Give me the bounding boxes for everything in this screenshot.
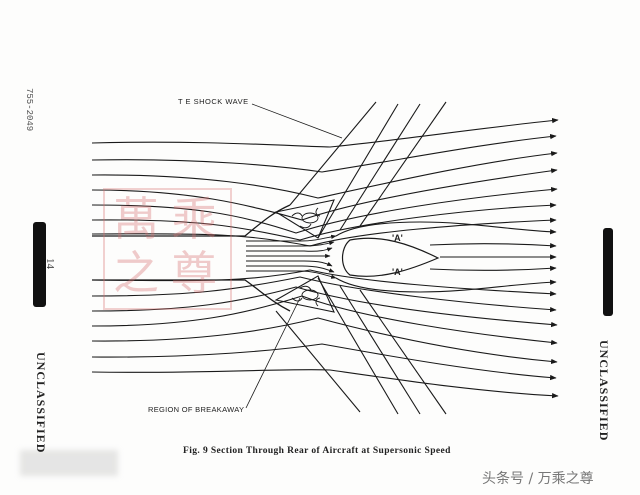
- page-number: 14: [44, 258, 56, 269]
- shock-line: [317, 277, 399, 415]
- exhaust-lines: [246, 234, 337, 279]
- shock-line: [359, 289, 447, 415]
- shock-line: [339, 285, 421, 415]
- region-a-lower-label: 'A': [392, 267, 403, 277]
- streamline: [91, 186, 558, 234]
- binding-mark-left: [33, 222, 46, 307]
- streamline: [246, 260, 333, 267]
- lower-streamlines: [91, 269, 559, 399]
- shock-waves: [275, 101, 447, 415]
- streamline: [429, 242, 557, 249]
- dead-air-region: [341, 237, 440, 277]
- streamline: [246, 247, 333, 252]
- upper-streamlines: [91, 117, 559, 247]
- shock-leader-line: [251, 103, 343, 139]
- streamline: [335, 221, 557, 237]
- streamline: [246, 234, 337, 242]
- streamline: [246, 241, 335, 247]
- seal-char: 萬: [113, 192, 159, 246]
- shock-line: [359, 101, 447, 227]
- region-a-upper-label: 'A': [392, 233, 403, 243]
- streamline: [91, 286, 558, 328]
- breakaway-region-upper: [274, 199, 335, 239]
- seal-char: 尊: [171, 246, 217, 300]
- breakaway-region-lower: [274, 275, 335, 313]
- shock-wave-label: T E SHOCK WAVE: [178, 97, 249, 106]
- te-shock-wave-upper: [289, 101, 377, 206]
- streamline: [246, 270, 337, 279]
- breakaway-label: REGION OF BREAKAWAY: [148, 405, 245, 414]
- streamline: [91, 202, 557, 241]
- classification-stamp-left: UNCLASSIFIED: [34, 352, 48, 454]
- streamline: [429, 265, 557, 272]
- seal-stamp: 萬 乘 之 尊: [103, 188, 232, 310]
- figure-caption: Fig. 9 Section Through Rear of Aircraft …: [183, 446, 451, 456]
- streamline: [91, 369, 559, 399]
- streamline: [91, 343, 557, 381]
- core-streamlines: [335, 221, 557, 293]
- seal-char: 乘: [171, 192, 217, 246]
- streamline: [335, 277, 557, 293]
- classification-stamp-right: UNCLASSIFIED: [597, 340, 611, 442]
- streamline: [91, 117, 559, 148]
- te-shock-wave-lower: [275, 310, 361, 413]
- document-number: 755-2049: [24, 88, 34, 132]
- shock-line: [339, 103, 421, 231]
- streamline: [91, 151, 558, 199]
- blurred-logo: [20, 450, 118, 476]
- watermark-text: 头条号 / 万乘之尊: [482, 471, 594, 487]
- binding-mark-right: [603, 228, 613, 316]
- streamline: [91, 317, 558, 365]
- shock-line: [317, 103, 399, 239]
- seal-char: 之: [113, 246, 159, 300]
- fuselage-lower-surface: [92, 279, 291, 312]
- streamline: [91, 133, 557, 173]
- breakaway-leader-line: [245, 297, 301, 409]
- streamline: [91, 276, 557, 313]
- fuselage-upper-surface: [92, 204, 291, 237]
- streamline: [246, 265, 335, 273]
